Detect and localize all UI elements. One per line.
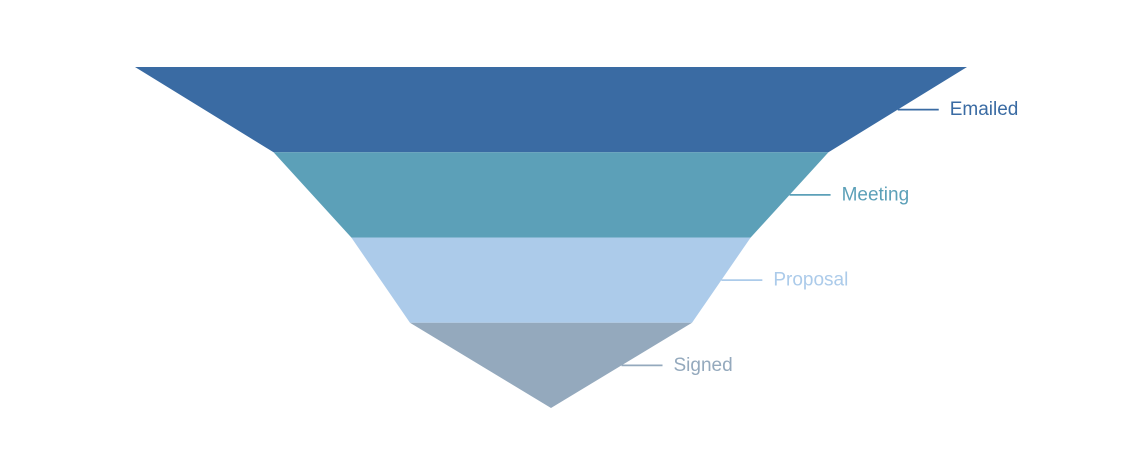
- stage-label-meeting: Meeting: [842, 184, 910, 205]
- funnel-segment-proposal[interactable]: [351, 237, 751, 323]
- stage-label-signed: Signed: [674, 355, 733, 376]
- stage-label-proposal: Proposal: [773, 270, 848, 291]
- stage-label-emailed: Emailed: [950, 99, 1019, 120]
- funnel-segment-meeting[interactable]: [273, 152, 829, 238]
- funnel-segment-emailed[interactable]: [135, 67, 967, 153]
- funnel-segment-signed[interactable]: [409, 322, 693, 408]
